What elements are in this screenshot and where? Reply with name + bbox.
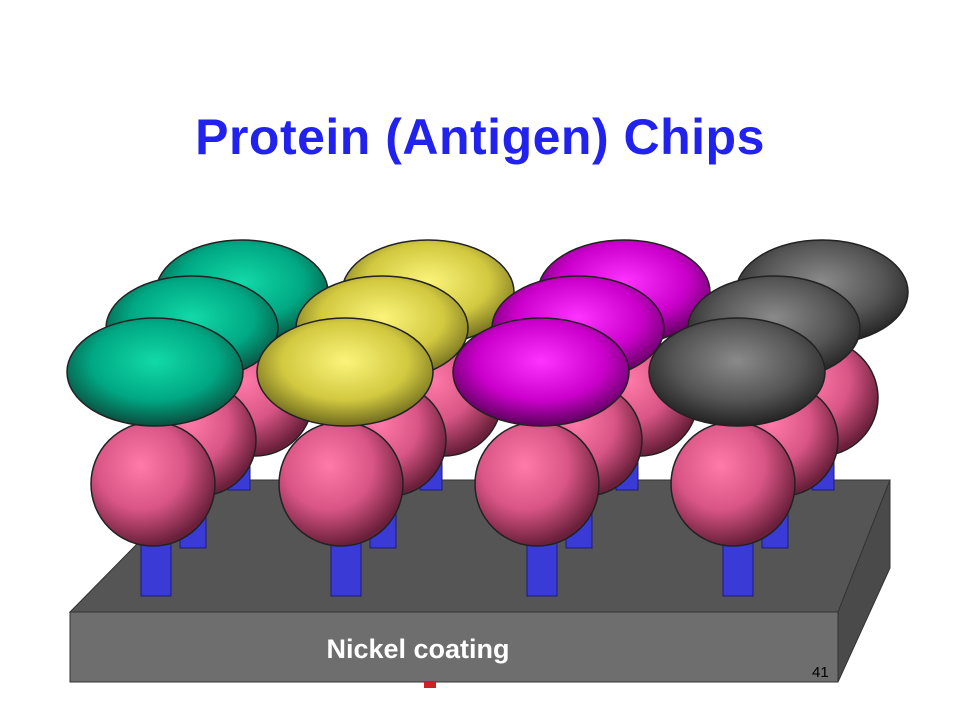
gray-antigen [648, 317, 826, 427]
pink-sphere [670, 421, 796, 547]
linker-stem [140, 537, 172, 597]
linker-stem [526, 537, 558, 597]
page-number: 41 [812, 664, 829, 681]
slide-title: Protein (Antigen) Chips [195, 109, 765, 165]
linker-stem [722, 537, 754, 597]
base-label: Nickel coating [326, 634, 509, 664]
red-mark [424, 682, 436, 688]
base-front-face [69, 611, 839, 683]
pink-sphere [474, 421, 600, 547]
teal-antigen [66, 317, 244, 427]
antigen-row-front [66, 317, 826, 597]
pink-sphere [278, 421, 404, 547]
pink-sphere [90, 421, 216, 547]
linker-stem [330, 537, 362, 597]
magenta-antigen [452, 317, 630, 427]
yellow-antigen [256, 317, 434, 427]
